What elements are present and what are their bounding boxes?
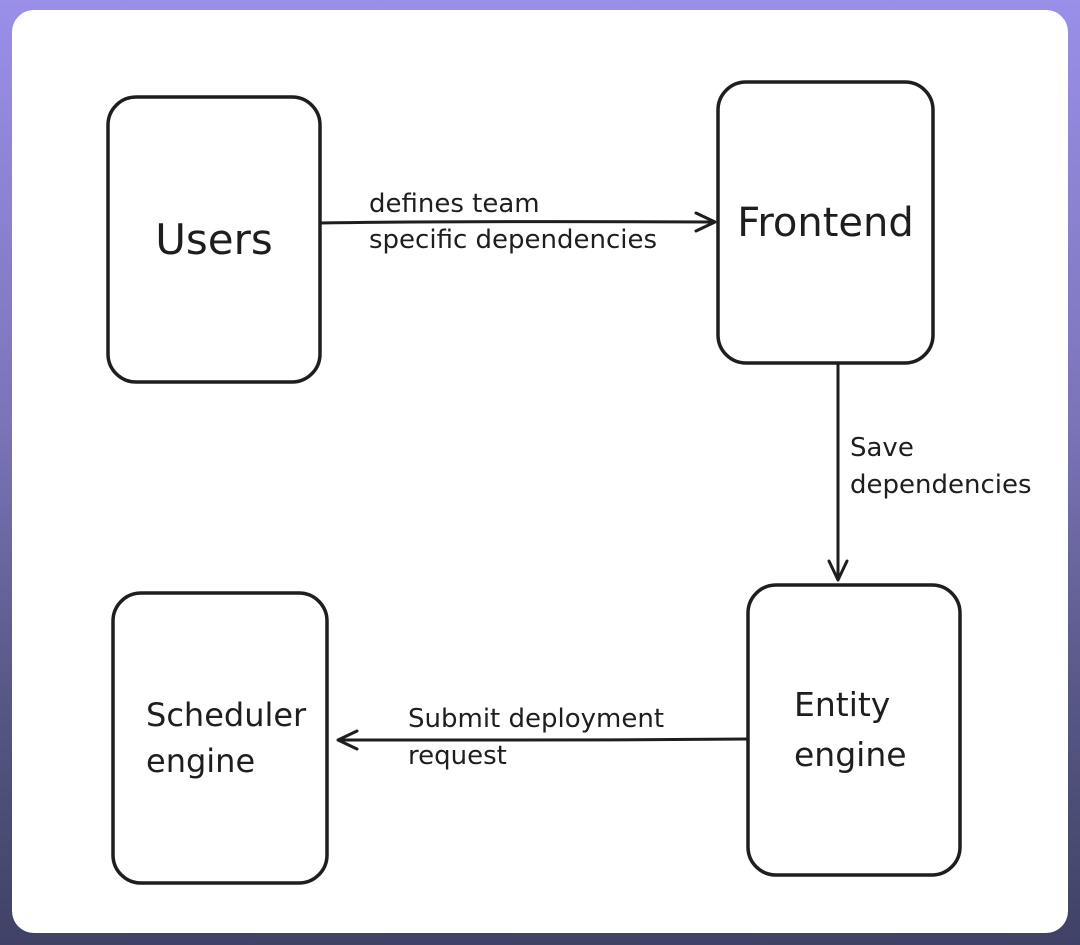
node-frontend-box[interactable] <box>716 80 935 365</box>
arrow-down-head-icon <box>827 559 849 582</box>
node-users-box[interactable] <box>106 95 322 384</box>
node-scheduler-engine-box[interactable] <box>111 591 329 885</box>
arrow-left-head-icon <box>336 729 359 751</box>
arrow-entity-engine-to-scheduler-engine-line[interactable] <box>338 737 750 742</box>
arrow-frontend-to-entity-engine[interactable] <box>827 361 849 582</box>
diagram-shapes <box>106 80 962 885</box>
arrow-right-head-icon <box>694 211 717 233</box>
node-entity-engine-box[interactable] <box>746 583 962 877</box>
diagram-canvas[interactable]: Users Frontend Entity engine Scheduler e… <box>12 10 1068 933</box>
arrow-entity-engine-to-scheduler-engine[interactable] <box>336 729 750 751</box>
arrow-users-to-frontend-line[interactable] <box>318 220 715 225</box>
arrow-users-to-frontend[interactable] <box>318 211 717 233</box>
